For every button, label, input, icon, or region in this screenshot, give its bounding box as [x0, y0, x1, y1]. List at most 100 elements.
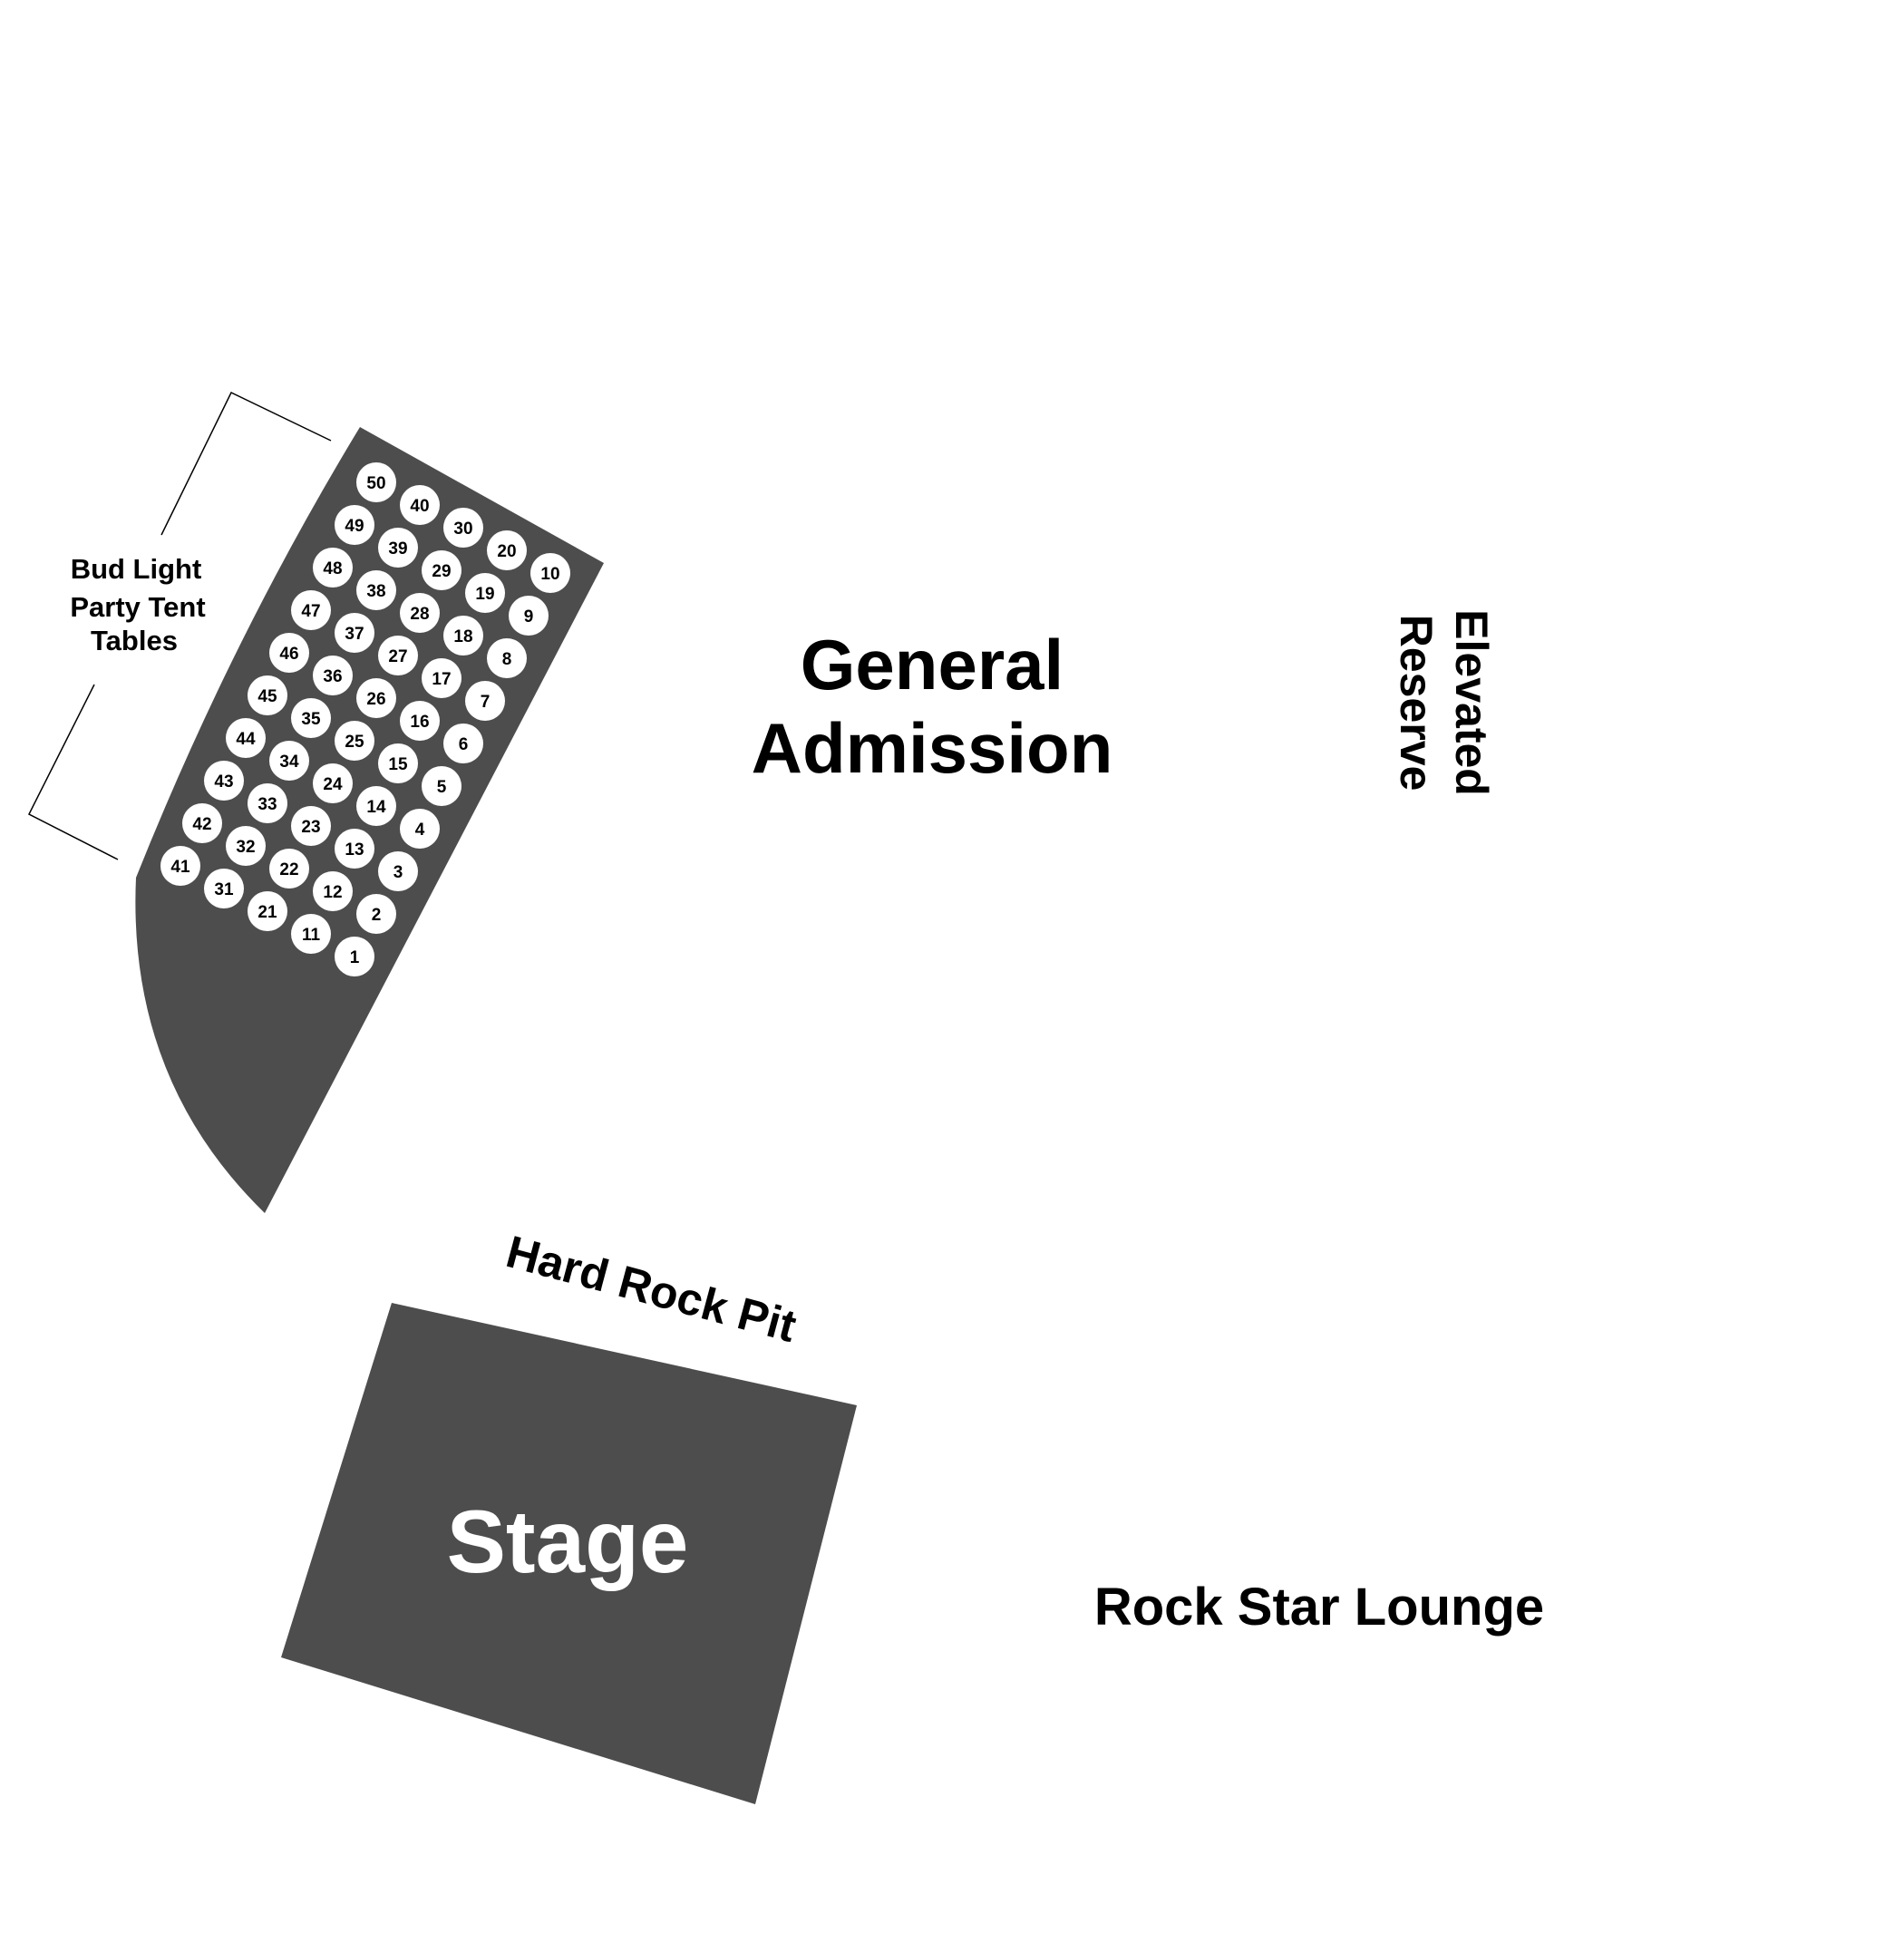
table-number: 43 [214, 772, 233, 792]
general-admission-label-line2[interactable]: Admission [752, 708, 1113, 788]
table-circle [487, 530, 527, 570]
party-tent-table-17[interactable]: 17 [422, 658, 461, 698]
party-tent-table-39[interactable]: 39 [378, 528, 418, 568]
party-tent-table-35[interactable]: 35 [291, 698, 331, 738]
party-tent-table-27[interactable]: 27 [378, 636, 418, 675]
table-number: 5 [437, 778, 447, 797]
table-number: 17 [432, 670, 451, 689]
table-number: 44 [236, 730, 256, 749]
party-tent-table-8[interactable]: 8 [487, 638, 527, 678]
table-circle [356, 894, 396, 934]
table-number: 16 [410, 713, 429, 732]
table-circle [335, 613, 374, 653]
party-tent-table-11[interactable]: 11 [291, 914, 331, 954]
party-tent-table-29[interactable]: 29 [422, 550, 461, 590]
party-tent-table-40[interactable]: 40 [400, 485, 440, 525]
table-circle [378, 636, 418, 675]
elevated-reserve-label-line1: Elevated [1446, 609, 1497, 796]
party-tent-table-34[interactable]: 34 [269, 741, 309, 781]
party-tent-table-26[interactable]: 26 [356, 678, 396, 718]
party-tent-table-22[interactable]: 22 [269, 849, 309, 889]
party-tent-table-13[interactable]: 13 [335, 829, 374, 869]
party-tent-table-19[interactable]: 19 [465, 573, 505, 613]
party-tent-table-37[interactable]: 37 [335, 613, 374, 653]
table-circle [291, 914, 331, 954]
rock-star-lounge-label[interactable]: Rock Star Lounge [1094, 1578, 1544, 1637]
party-tent-table-23[interactable]: 23 [291, 806, 331, 846]
table-circle [248, 891, 287, 931]
bud-light-callout-upper [160, 392, 332, 536]
table-circle [313, 656, 353, 695]
party-tent-table-18[interactable]: 18 [443, 616, 483, 656]
table-number: 40 [410, 497, 429, 516]
table-circle [335, 505, 374, 545]
party-tent-table-30[interactable]: 30 [443, 508, 483, 548]
party-tent-table-33[interactable]: 33 [248, 783, 287, 823]
party-tent-table-14[interactable]: 14 [356, 786, 396, 826]
party-tent-table-10[interactable]: 10 [530, 553, 570, 593]
party-tent-table-12[interactable]: 12 [313, 871, 353, 911]
table-number: 37 [345, 625, 364, 644]
table-circle [313, 763, 353, 803]
party-tent-table-38[interactable]: 38 [356, 570, 396, 610]
table-number: 24 [323, 775, 343, 794]
table-circle [378, 528, 418, 568]
party-tent-table-36[interactable]: 36 [313, 656, 353, 695]
table-circle [269, 741, 309, 781]
party-tent-table-25[interactable]: 25 [335, 721, 374, 761]
table-number: 8 [502, 650, 512, 669]
party-tent-table-15[interactable]: 15 [378, 743, 418, 783]
party-tent-table-46[interactable]: 46 [269, 633, 309, 673]
table-number: 46 [279, 645, 298, 664]
table-number: 49 [345, 517, 364, 536]
party-tent-table-43[interactable]: 43 [204, 761, 244, 801]
party-tent-table-32[interactable]: 32 [226, 826, 266, 866]
table-number: 35 [301, 710, 321, 729]
table-number: 27 [388, 647, 407, 666]
bud-light-callout-lower [27, 684, 119, 860]
table-number: 19 [475, 585, 494, 604]
party-tent-table-9[interactable]: 9 [509, 596, 549, 636]
stage-label: Stage [447, 1491, 689, 1591]
hard-rock-pit-label[interactable]: Hard Rock Pit [501, 1226, 802, 1352]
party-tent-table-6[interactable]: 6 [443, 724, 483, 763]
table-number: 21 [257, 903, 277, 922]
party-tent-table-48[interactable]: 48 [313, 548, 353, 588]
table-number: 34 [279, 753, 299, 772]
party-tent-table-44[interactable]: 44 [226, 718, 266, 758]
party-tent-table-49[interactable]: 49 [335, 505, 374, 545]
general-admission-label-line1[interactable]: General [801, 625, 1064, 704]
bud-light-label-line3: Tables [91, 625, 178, 656]
party-tent-table-7[interactable]: 7 [465, 681, 505, 721]
table-number: 32 [236, 838, 255, 857]
party-tent-table-45[interactable]: 45 [248, 675, 287, 715]
party-tent-table-50[interactable]: 50 [356, 462, 396, 502]
party-tent-table-28[interactable]: 28 [400, 593, 440, 633]
party-tent-table-4[interactable]: 4 [400, 809, 440, 849]
elevated-reserve-label[interactable]: Elevated Reserve [1391, 609, 1497, 796]
party-tent-table-31[interactable]: 31 [204, 869, 244, 908]
party-tent-table-5[interactable]: 5 [422, 766, 461, 806]
party-tent-table-21[interactable]: 21 [248, 891, 287, 931]
stage-area [281, 1303, 857, 1804]
table-number: 13 [345, 840, 364, 860]
table-circle [487, 638, 527, 678]
table-circle [291, 590, 331, 630]
table-circle [335, 937, 374, 976]
table-circle [356, 786, 396, 826]
party-tent-table-1[interactable]: 1 [335, 937, 374, 976]
table-number: 9 [524, 607, 534, 627]
party-tent-table-2[interactable]: 2 [356, 894, 396, 934]
table-number: 42 [192, 815, 211, 834]
party-tent-table-20[interactable]: 20 [487, 530, 527, 570]
party-tent-table-16[interactable]: 16 [400, 701, 440, 741]
party-tent-table-3[interactable]: 3 [378, 851, 418, 891]
party-tent-table-47[interactable]: 47 [291, 590, 331, 630]
party-tent-table-24[interactable]: 24 [313, 763, 353, 803]
party-tent-table-41[interactable]: 41 [160, 846, 200, 886]
table-number: 1 [350, 948, 360, 967]
table-circle [248, 783, 287, 823]
party-tent-table-42[interactable]: 42 [182, 803, 222, 843]
table-circle [226, 826, 266, 866]
